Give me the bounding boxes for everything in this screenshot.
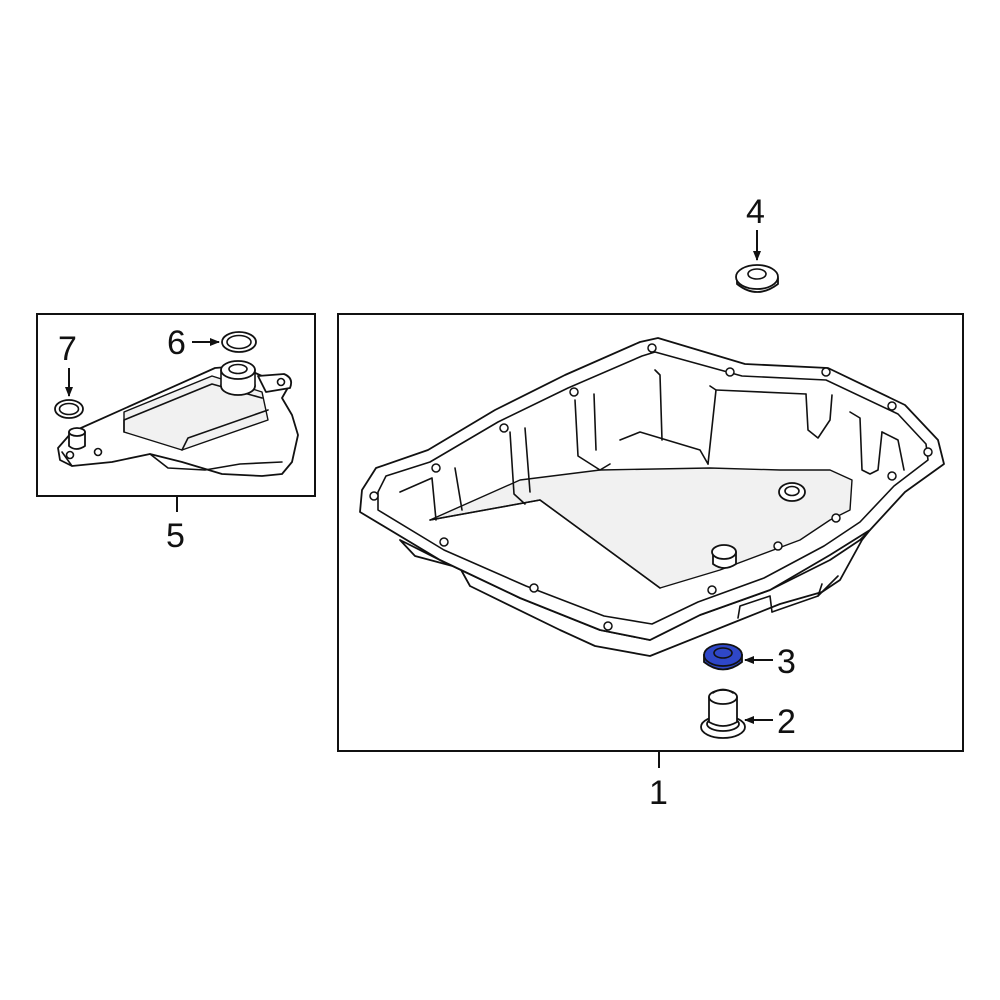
oil-pan-frame bbox=[337, 313, 964, 752]
pan-flange-inner bbox=[377, 351, 929, 625]
filter-assembly-group bbox=[57, 360, 299, 477]
pan-boss-1 bbox=[778, 482, 806, 502]
pan-bolt-holes bbox=[369, 343, 933, 631]
drain-plug-gasket-3[interactable] bbox=[703, 643, 743, 671]
callout-3: 3 bbox=[777, 643, 796, 681]
callout-6: 6 bbox=[167, 324, 186, 362]
pan-floor bbox=[429, 467, 853, 589]
callout-1: 1 bbox=[649, 774, 668, 812]
drain-plug-2[interactable] bbox=[700, 688, 746, 739]
callout-2: 2 bbox=[777, 703, 796, 741]
filter-neck bbox=[220, 360, 256, 380]
seal-6[interactable] bbox=[221, 331, 257, 353]
pan-boss-2 bbox=[711, 544, 737, 569]
oil-pan bbox=[359, 337, 945, 657]
seal-7[interactable] bbox=[54, 399, 84, 419]
washer-4[interactable] bbox=[735, 264, 779, 293]
callout-5: 5 bbox=[166, 517, 185, 555]
filter-assembly-frame bbox=[36, 313, 316, 497]
callout-7: 7 bbox=[58, 330, 77, 368]
callout-4: 4 bbox=[746, 193, 765, 231]
